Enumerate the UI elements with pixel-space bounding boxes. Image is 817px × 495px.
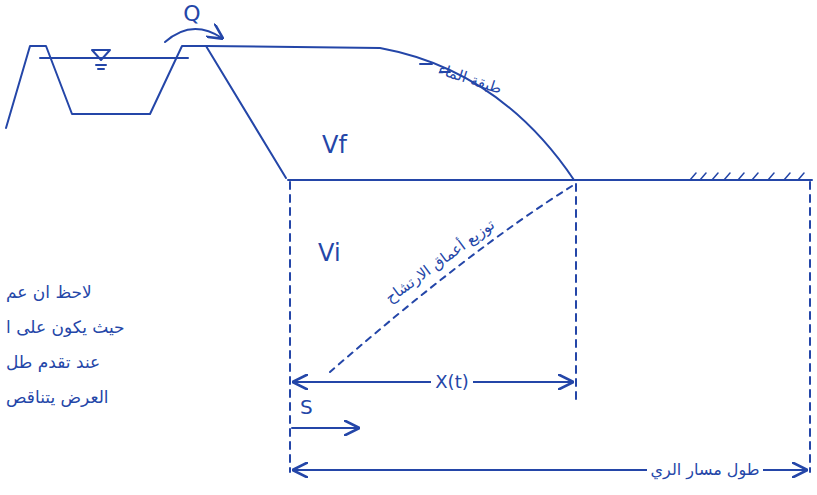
infiltration-label: توزيع أعماق الارتشاح [382, 217, 498, 308]
ground-hatch [690, 173, 804, 180]
distance-label: S [300, 396, 313, 419]
distance-arrow [292, 427, 358, 429]
water-layer-label: طبقة الماء [436, 62, 504, 99]
advance-boundary [575, 184, 577, 400]
channel-section [6, 46, 286, 178]
water-level-ticks [96, 65, 106, 69]
start-boundary [289, 182, 291, 472]
flow-label: Q [183, 1, 200, 26]
ground-line [288, 179, 812, 181]
flow-arrow [165, 29, 222, 42]
infiltration-depth-curve [330, 186, 572, 372]
total-length-label: طول مسار الري [647, 461, 764, 479]
advance-label: X(t) [431, 372, 472, 393]
margin-note: عند تقدم طل [6, 353, 100, 373]
channel-water-line [40, 57, 188, 59]
margin-note: حيث يكون على ا [6, 318, 125, 338]
surface-volume-label: Vf [322, 132, 347, 160]
margin-note: العرض يتناقص [6, 388, 109, 408]
water-level-symbol [92, 50, 110, 60]
margin-note: لاحظ ان عم [6, 283, 92, 303]
infiltrated-volume-label: Vi [318, 240, 341, 268]
end-boundary [809, 182, 811, 472]
water-surface-profile [206, 46, 574, 180]
